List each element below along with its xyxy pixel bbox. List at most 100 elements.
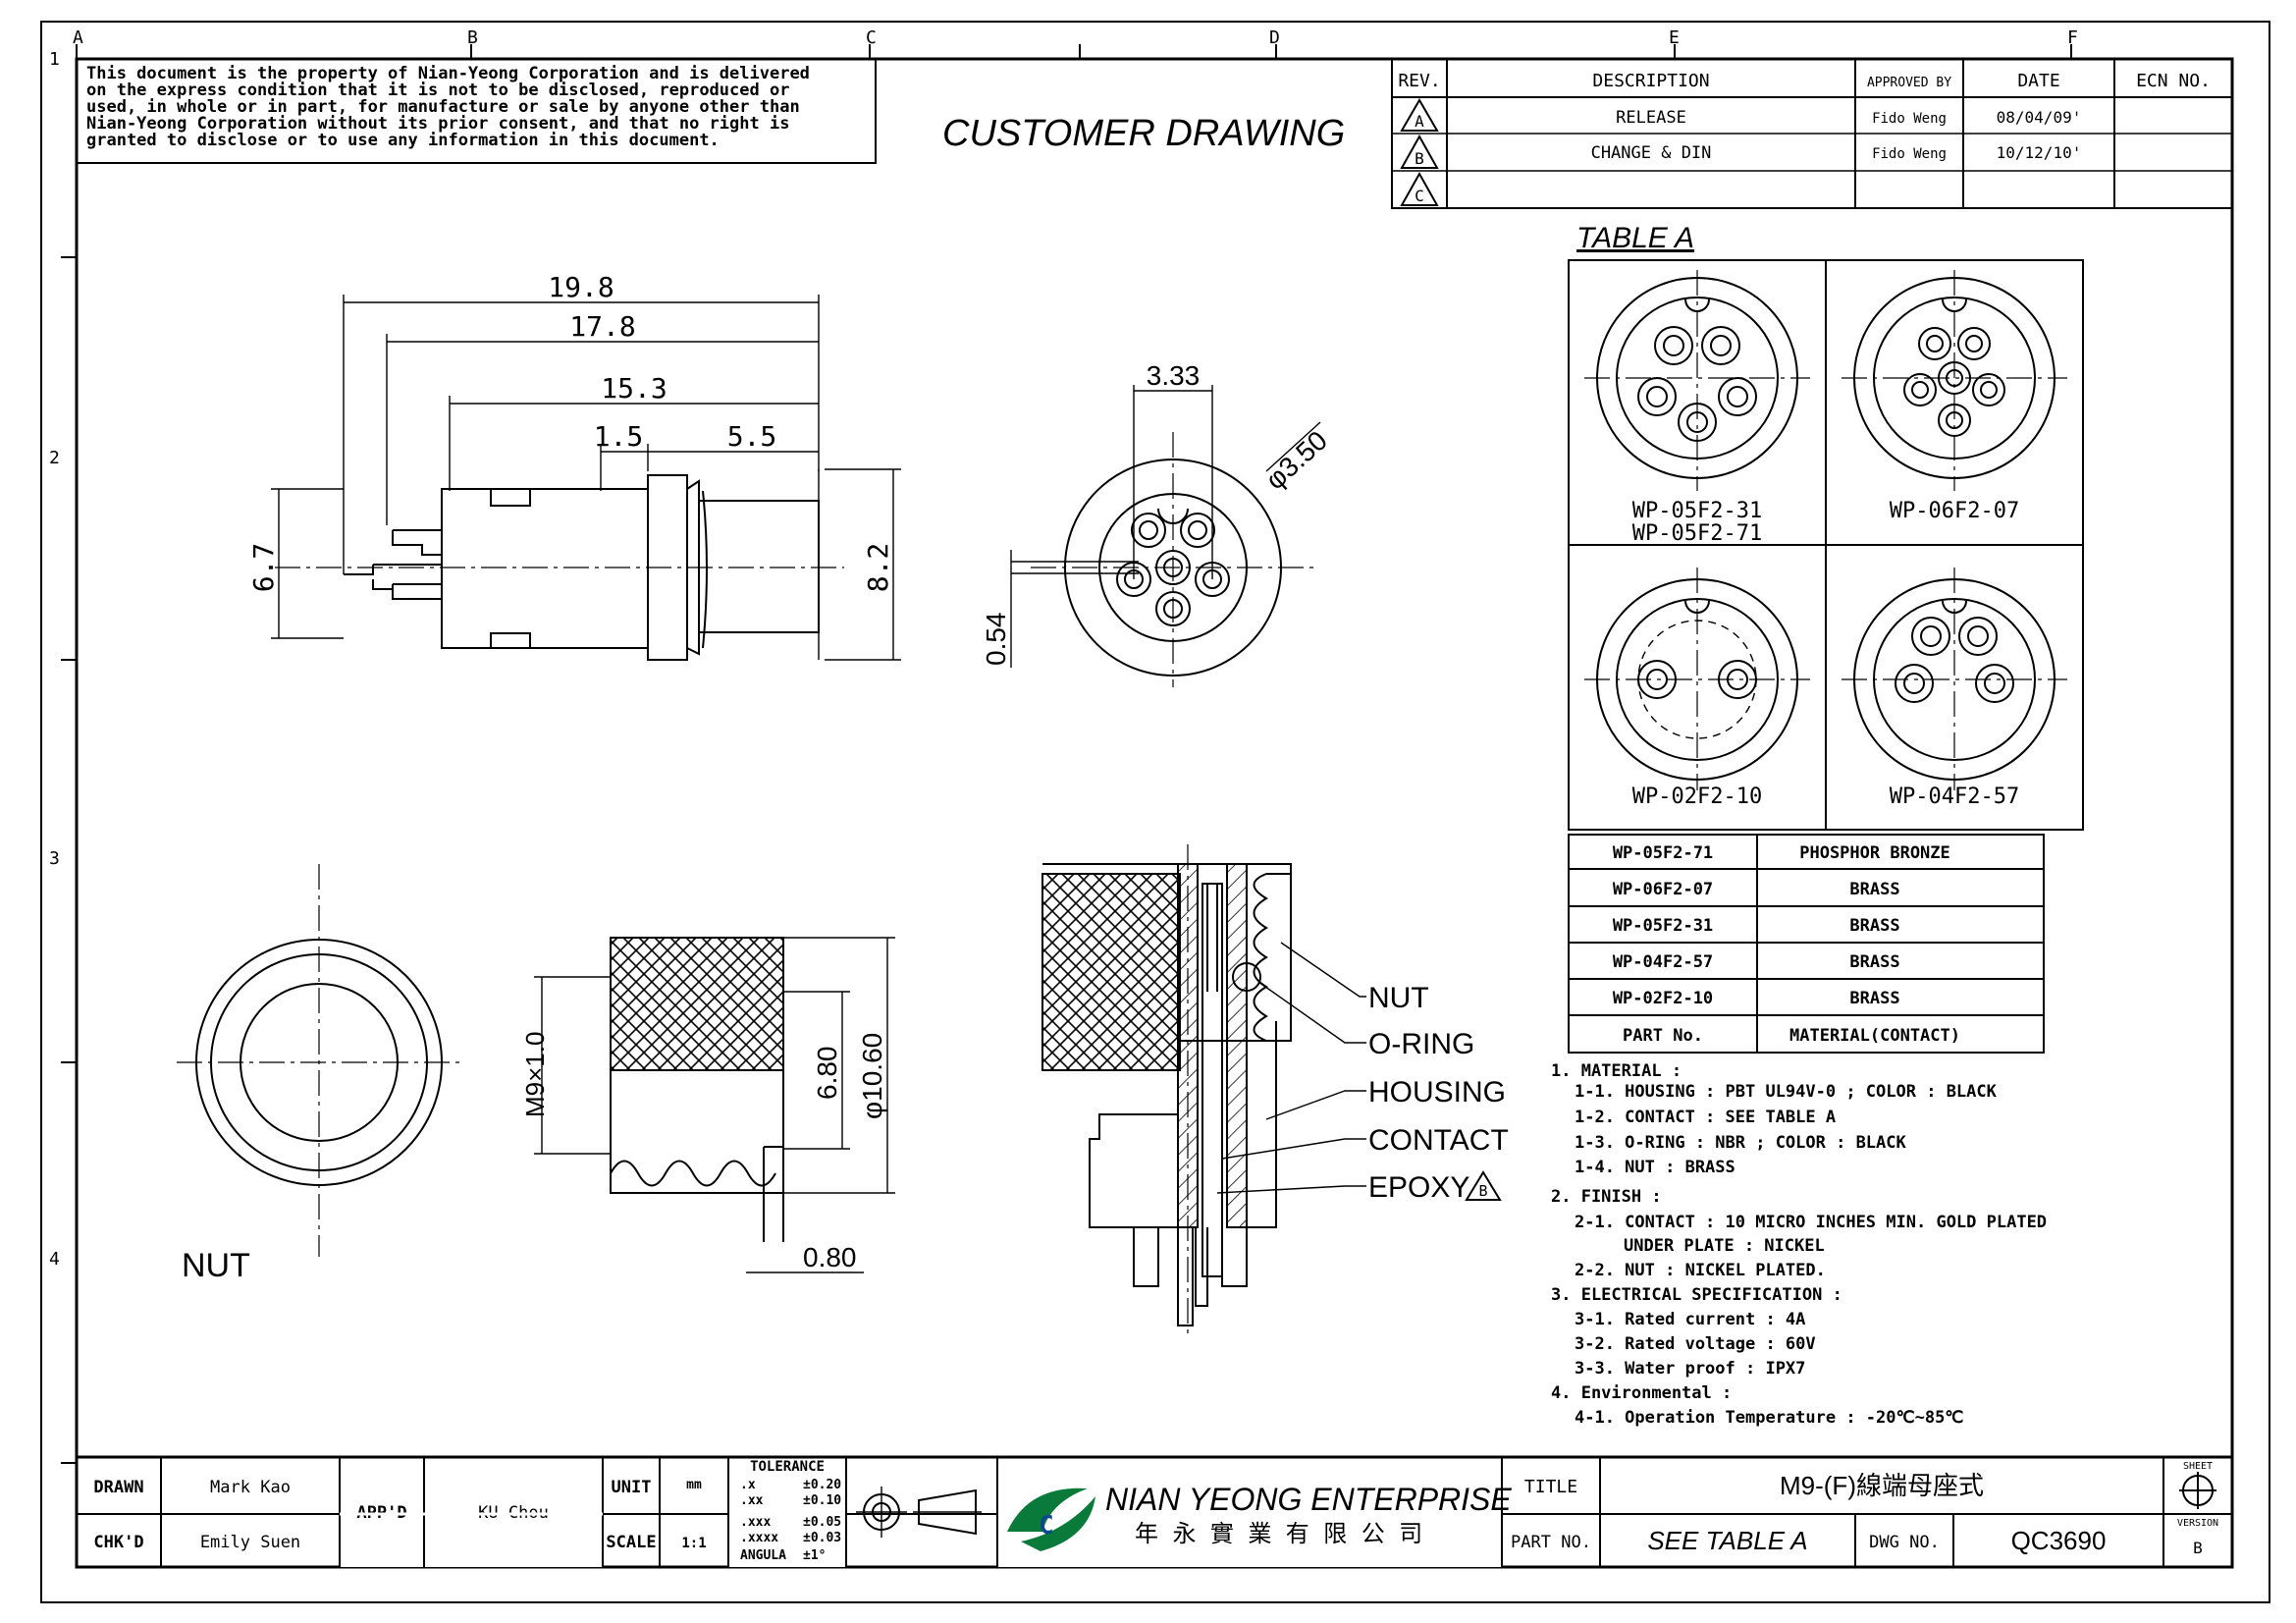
callout-epoxy: EPOXY [1368,1171,1469,1204]
callout-housing: HOUSING [1368,1076,1506,1109]
material-footer: PART No. [1623,1026,1703,1046]
material-part: WP-02F2-10 [1613,989,1713,1008]
note-line: 2. FINISH : [1551,1187,1662,1207]
rev-date: 10/12/10' [1997,143,2082,162]
rev-header: DESCRIPTION [1592,71,1709,91]
note-line: UNDER PLATE : NICKEL [1624,1236,1825,1256]
material-part: WP-06F2-07 [1613,880,1713,899]
row-label: 4 [49,1249,60,1270]
sheet-symbol-icon [2179,1472,2216,1509]
tb-label: VERSION [2177,1518,2218,1529]
notice-line: This document is the property of Nian-Ye… [86,64,810,83]
drawing-number: QC3690 [2011,1526,2107,1555]
material-value: BRASS [1849,989,1899,1008]
part-number: SEE TABLE A [1647,1526,1807,1555]
tol-key: ANGULA [740,1548,786,1563]
tb-label: TITLE [1524,1477,1577,1497]
dim-label: 5.5 [727,420,777,453]
svg-text:B: B [1478,1182,1487,1200]
table-a-title: TABLE A [1576,222,1694,254]
layout-label: WP-02F2-10 [1632,784,1762,809]
dim-label: 6.80 [812,1047,842,1101]
row-label: 1 [49,49,60,70]
tol-key: .xx [740,1493,764,1508]
dim-label: 3.33 [1147,360,1201,391]
tol-key: .xxxx [740,1531,778,1545]
dim-label: φ3.50 [1259,425,1333,496]
pin-layout-4pin [1842,568,2067,790]
drawing-part-title: M9-(F)線端母座式 [1780,1471,1984,1500]
company-logo-icon: C [1007,1488,1095,1551]
assembly-section-view [1041,844,1366,1335]
material-value: PHOSPHOR BRONZE [1799,843,1950,863]
title-block: DRAWN Mark Kao CHK'D Emily Suen APP'D KU… [77,1455,2232,1567]
dim-label: 15.3 [601,372,667,405]
notice-line: granted to disclose or to use any inform… [86,131,720,150]
col-label: B [467,27,478,48]
tb-label: UNIT [612,1478,652,1497]
notice-line: on the express condition that it is not … [86,81,789,100]
tb-label: SCALE [606,1533,656,1552]
dim-label: 1.5 [594,420,644,453]
svg-text:B: B [1415,149,1424,168]
material-table: WP-05F2-71 PHOSPHOR BRONZE WP-06F2-07 BR… [1568,834,2045,1054]
callout-contact: CONTACT [1368,1124,1509,1157]
row-label: 3 [49,848,60,869]
rev-approver: Fido Weng [1872,111,1947,127]
tol-value: ±0.05 [803,1515,841,1530]
dim-label: 8.2 [862,543,894,593]
tb-label: SHEET [2183,1461,2213,1472]
note-line: 2-1. CONTACT : 10 MICRO INCHES MIN. GOLD… [1575,1213,2047,1232]
sheet-border [40,21,2270,1603]
note-line: 4-1. Operation Temperature : -20℃~85℃ [1575,1408,1963,1428]
note-line: 3-3. Water proof : IPX7 [1575,1359,1805,1379]
tol-value: ±1° [803,1548,826,1563]
pin-layout-2pin [1584,568,1810,790]
tol-value: ±0.03 [803,1531,841,1545]
note-line: 1-2. CONTACT : SEE TABLE A [1575,1108,1836,1127]
col-label: A [73,27,83,48]
note-line: 4. Environmental : [1551,1383,1732,1403]
drawn-by: Mark Kao [210,1478,291,1497]
rev-header: ECN NO. [2136,71,2211,91]
callout-o-ring: O-RING [1368,1028,1474,1060]
note-line: 1-4. NUT : BRASS [1575,1158,1735,1177]
rev-date: 08/04/09' [1997,108,2082,127]
tol-key: .xxx [740,1515,771,1530]
material-footer: MATERIAL(CONTACT) [1789,1026,1960,1046]
material-part: WP-05F2-31 [1613,916,1713,936]
tolerance-block: TOLERANCE .x ±0.20 .xx ±0.10 .xxx ±0.05 … [740,1459,841,1563]
checked-by: Emily Suen [200,1533,300,1552]
notice-line: Nian-Yeong Corporation without its prior… [86,114,789,134]
note-line: 3. ELECTRICAL SPECIFICATION : [1551,1285,1842,1305]
note-line: 1-1. HOUSING : PBT UL94V-0 ; COLOR : BLA… [1575,1082,1998,1102]
front-view: 3.33 φ3.50 0.54 [981,360,1333,687]
material-value: BRASS [1849,916,1899,936]
dim-label: 0.54 [981,613,1011,667]
rev-triangle-icon: A [1400,98,1439,132]
rev-description: RELEASE [1616,108,1686,128]
svg-text:C: C [1039,1511,1054,1541]
notice-line: used, in whole or in part, for manufactu… [86,97,800,117]
tb-label: CHK'D [93,1533,143,1552]
col-label: D [1269,27,1280,48]
unit-value: mm [686,1478,702,1492]
scale-value: 1:1 [681,1536,706,1551]
tolerance-title: TOLERANCE [750,1459,825,1475]
rev-triangle-icon: B [1465,1170,1502,1201]
rev-triangle-icon: B [1400,134,1439,169]
dim-label: M9×1.0 [520,1032,550,1117]
company-name: NIAN YEONG ENTERPRISE [1105,1482,1512,1517]
note-line: 1. MATERIAL : [1551,1061,1682,1081]
tol-value: ±0.10 [803,1493,841,1508]
column-labels: A B C D E F [73,27,2078,48]
tol-key: .x [740,1478,756,1492]
rev-triangle-icon: C [1400,171,1439,206]
svg-text:A: A [1415,112,1424,131]
rev-approver: Fido Weng [1872,146,1947,162]
pin-layout-5pin [1584,270,1810,491]
revision-table: REV. DESCRIPTION APPROVED BY DATE ECN NO… [1391,58,2233,209]
material-value: BRASS [1849,880,1899,899]
row-labels: 1 2 3 4 [49,49,60,1270]
note-line: 3-1. Rated current : 4A [1575,1310,1805,1329]
